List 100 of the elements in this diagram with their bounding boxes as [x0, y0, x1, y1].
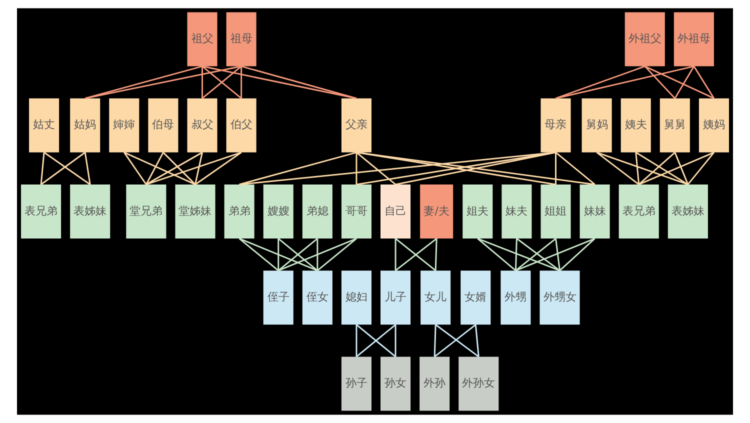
node-box: 侄女 [302, 270, 332, 325]
node-box: 自己 [380, 184, 411, 239]
connector [316, 238, 318, 271]
connector [596, 152, 640, 186]
connector [693, 66, 715, 99]
node-box: 媳妇 [341, 270, 372, 325]
node-box: 叔父 [187, 98, 218, 152]
connector [635, 152, 640, 185]
connector [239, 152, 556, 186]
node-box: 姑丈 [29, 98, 60, 152]
connector [514, 238, 518, 271]
connector [394, 324, 396, 357]
connector [84, 66, 242, 100]
connector [556, 66, 694, 100]
node-box: 妻/夫 [420, 184, 454, 239]
connector [356, 152, 556, 186]
node-box: 外甥女 [540, 270, 580, 325]
connector [394, 238, 396, 271]
connector [240, 66, 242, 98]
connector [241, 66, 357, 100]
node-box: 妹夫 [502, 184, 532, 239]
connector [638, 152, 714, 186]
connector [356, 152, 396, 186]
connector [556, 66, 646, 100]
connector [194, 152, 203, 185]
connector [194, 152, 242, 186]
connector [239, 152, 357, 186]
node-box: 外祖母 [674, 12, 714, 66]
node-box: 姐夫 [462, 184, 493, 239]
node-box: 表兄弟 [618, 184, 659, 239]
node-box: 祖父 [187, 12, 218, 66]
node-box: 婶婶 [109, 98, 140, 152]
connector [84, 66, 202, 100]
connector [638, 152, 676, 186]
node-box: 舅舅 [660, 98, 690, 152]
node-box: 姨夫 [620, 98, 651, 152]
connector [239, 238, 318, 272]
connector [555, 152, 596, 186]
node-box: 父亲 [341, 98, 372, 152]
connector [474, 324, 480, 357]
connector [40, 152, 86, 186]
node-box: 哥哥 [341, 184, 372, 239]
node-box: 妹妹 [580, 184, 610, 239]
node-box: 弟弟 [224, 184, 254, 239]
node-box: 伯母 [148, 98, 178, 152]
node-box: 外孙女 [458, 356, 499, 411]
connector [515, 238, 596, 272]
node-box: 姨妈 [698, 98, 729, 152]
connector [278, 238, 357, 272]
node-box: 堂兄弟 [126, 184, 166, 239]
node-box: 姐姐 [540, 184, 571, 239]
connector [44, 152, 91, 186]
connector [644, 66, 676, 99]
connector [278, 238, 318, 272]
connector [674, 66, 695, 99]
node-box: 表姊妹 [668, 184, 708, 239]
connector [555, 238, 560, 271]
connector [162, 152, 196, 185]
node-box: 堂姊妹 [175, 184, 216, 239]
node-box: 表兄弟 [21, 184, 62, 239]
connector [146, 152, 203, 186]
node-box: 祖母 [226, 12, 256, 66]
connector [202, 66, 203, 98]
connector [356, 152, 595, 186]
connector [316, 238, 357, 272]
node-box: 外孙 [420, 356, 450, 411]
connector [84, 152, 91, 185]
connector [356, 324, 358, 357]
connector [596, 152, 688, 186]
connector [124, 152, 196, 186]
connector [477, 238, 560, 272]
node-box: 外祖父 [624, 12, 665, 66]
node-box: 舅妈 [582, 98, 612, 152]
connector [146, 152, 164, 185]
connector [687, 152, 715, 185]
connector [40, 152, 45, 185]
node-box: 伯父 [226, 98, 256, 152]
connector [635, 152, 688, 186]
node-box: 母亲 [540, 98, 571, 152]
connector [674, 152, 689, 185]
connector [395, 152, 556, 186]
node-box: 孙子 [341, 356, 372, 411]
node-box: 姑妈 [70, 98, 100, 152]
node-box: 嫂嫂 [263, 184, 294, 239]
node-box: 侄子 [263, 270, 294, 325]
connector [434, 238, 438, 271]
connector [477, 238, 516, 272]
node-box: 弟媳 [302, 184, 332, 239]
connector [559, 238, 596, 272]
connector [202, 66, 242, 99]
connector [202, 66, 357, 100]
connector [356, 152, 358, 184]
connector [124, 152, 147, 185]
node-box: 儿子 [380, 270, 411, 325]
connector [146, 152, 242, 186]
connector [278, 238, 280, 271]
connector [238, 238, 279, 272]
node-box: 女婿 [460, 270, 491, 325]
connector [644, 66, 714, 100]
connector [434, 324, 436, 357]
